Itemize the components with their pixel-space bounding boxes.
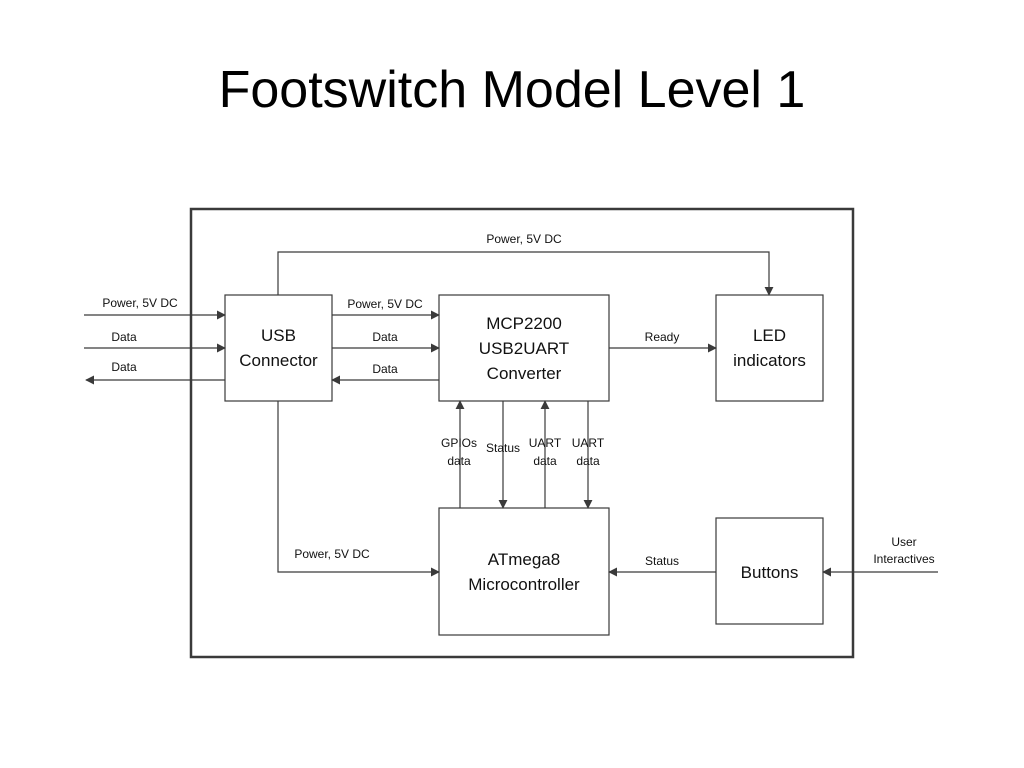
mcp-usb-data-label: Data (372, 362, 398, 376)
led-indicators-block: LED indicators (715, 294, 824, 402)
atmega8-block: ATmega8 Microcontroller (438, 507, 610, 636)
uart-down-label-1: UART (572, 436, 605, 450)
uart-down-label-2: data (576, 454, 600, 468)
atmega8-label-2: Microcontroller (468, 575, 580, 594)
top-power-arrow (277, 251, 774, 296)
uart-up-label-1: UART (529, 436, 562, 450)
ext-power-label: Power, 5V DC (102, 296, 178, 310)
user-label-1: User (891, 535, 916, 549)
uart-up-label-2: data (533, 454, 557, 468)
page-title: Footswitch Model Level 1 (218, 61, 806, 119)
usb-mcp-power-label: Power, 5V DC (347, 297, 423, 311)
user-label-2: Interactives (873, 552, 934, 566)
usb-connector-label-1: USB (261, 326, 296, 345)
bottom-power-arrow (277, 401, 440, 577)
ext-data-out-label: Data (111, 360, 137, 374)
status-down-label: Status (486, 441, 520, 455)
mcp2200-label-1: MCP2200 (486, 314, 562, 333)
buttons-label: Buttons (741, 563, 799, 582)
ready-label: Ready (645, 330, 680, 344)
usb-mcp-data-label: Data (372, 330, 398, 344)
top-power-label: Power, 5V DC (486, 232, 562, 246)
mcp2200-label-2: USB2UART (479, 339, 569, 358)
gpios-label-1: GPIOs (441, 436, 477, 450)
usb-connector-block: USB Connector (224, 294, 333, 402)
usb-connector-label-2: Connector (239, 351, 318, 370)
ext-data-in-label: Data (111, 330, 137, 344)
atmega8-label-1: ATmega8 (488, 550, 560, 569)
system-boundary (189, 207, 855, 659)
buttons-status-label: Status (645, 554, 679, 568)
mcp2200-block: MCP2200 USB2UART Converter (438, 294, 610, 402)
gpios-label-2: data (447, 454, 471, 468)
bottom-power-label: Power, 5V DC (294, 547, 370, 561)
led-label-2: indicators (733, 351, 806, 370)
buttons-block: Buttons (715, 517, 824, 625)
led-label-1: LED (753, 326, 786, 345)
mcp2200-label-3: Converter (487, 364, 562, 383)
